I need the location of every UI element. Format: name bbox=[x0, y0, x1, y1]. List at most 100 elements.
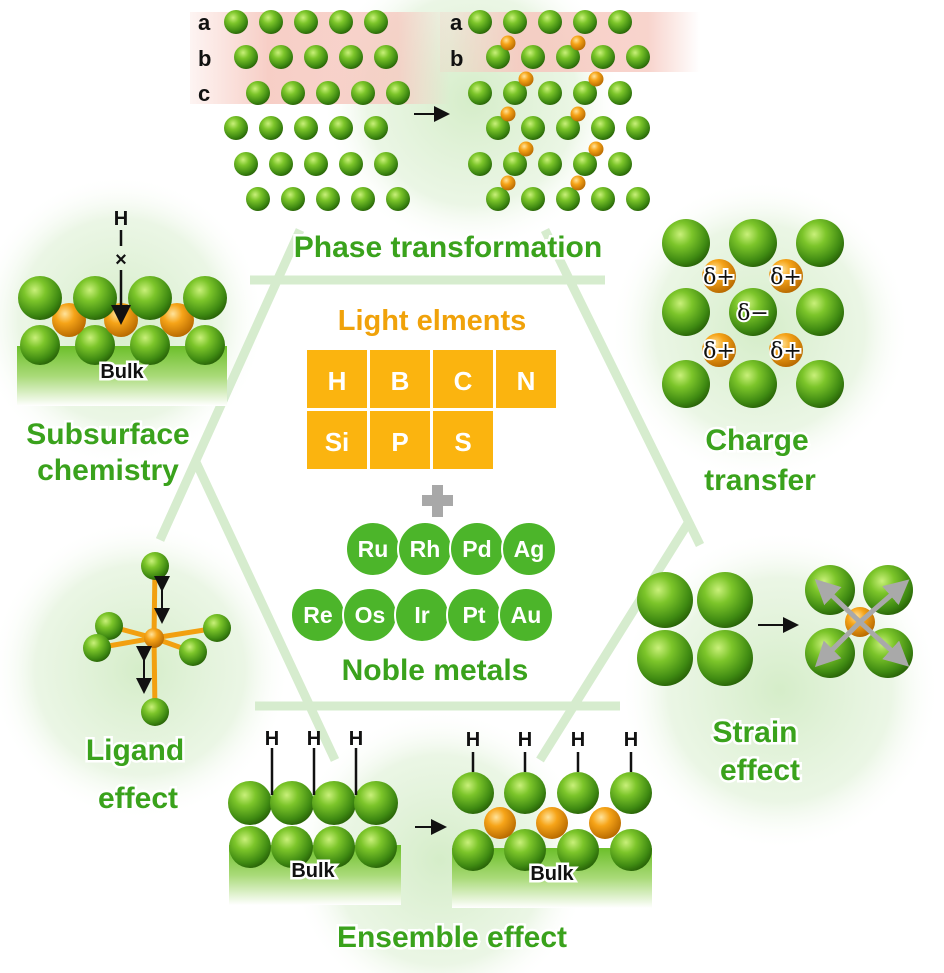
green-atom bbox=[468, 10, 492, 34]
element-symbol: H bbox=[328, 366, 347, 396]
green-atom bbox=[637, 572, 693, 628]
delta-plus-atom bbox=[702, 259, 736, 293]
metal-symbol: Ir bbox=[414, 602, 429, 628]
green-atom bbox=[271, 826, 313, 868]
green-atom bbox=[503, 10, 527, 34]
center-atom bbox=[144, 628, 164, 648]
hex-upper-right-edge bbox=[540, 228, 705, 547]
green-atom bbox=[573, 10, 597, 34]
green-atom bbox=[364, 10, 388, 34]
element-tile-N bbox=[496, 350, 556, 408]
green-atom bbox=[796, 219, 844, 267]
panel-ligand-effect: Ligand effect bbox=[83, 552, 231, 818]
orange-atom bbox=[518, 71, 534, 87]
green-atom bbox=[608, 81, 632, 105]
green-atom bbox=[538, 10, 562, 34]
green-atom bbox=[339, 152, 363, 176]
green-atom bbox=[329, 10, 353, 34]
element-tile-H bbox=[307, 350, 367, 408]
row-label-a: a bbox=[198, 10, 211, 35]
hydrogen-label: H bbox=[307, 728, 321, 750]
element-symbol: P bbox=[391, 427, 408, 457]
element-tile-C bbox=[433, 350, 493, 408]
green-atom bbox=[521, 45, 545, 69]
green-atom bbox=[556, 116, 580, 140]
green-atom bbox=[304, 45, 328, 69]
expansion-arrow bbox=[814, 579, 862, 624]
charge-transfer-atoms: δ+δ+δ+δ+δ− bbox=[662, 219, 844, 408]
hydrogen-label: H bbox=[624, 729, 638, 751]
green-atom bbox=[224, 10, 248, 34]
green-atom bbox=[538, 81, 562, 105]
green-atom bbox=[591, 187, 615, 211]
green-atom bbox=[626, 45, 650, 69]
green-atom bbox=[610, 772, 652, 814]
green-atom bbox=[374, 45, 398, 69]
expansion-arrow bbox=[814, 620, 862, 668]
green-atom bbox=[468, 81, 492, 105]
phase-transformation-title: Phase transformation bbox=[294, 231, 602, 264]
panel-charge-transfer: δ+δ+δ+δ+δ− Charge transfer bbox=[662, 219, 844, 500]
delta-plus-label: δ+ bbox=[770, 339, 802, 364]
delta-plus-label: δ+ bbox=[703, 339, 735, 364]
green-atom bbox=[662, 219, 710, 267]
green-atom bbox=[557, 772, 599, 814]
hydrogen-label: H bbox=[349, 728, 363, 750]
green-atom bbox=[729, 360, 777, 408]
green-atom bbox=[556, 45, 580, 69]
hex-lower-right-edge bbox=[536, 517, 694, 763]
green-atom bbox=[130, 325, 170, 365]
noble-metals-title: Noble metals bbox=[342, 654, 529, 687]
green-atom bbox=[313, 826, 355, 868]
row-label-b-after: b bbox=[450, 46, 463, 71]
metal-symbol: Pt bbox=[463, 602, 486, 628]
element-tile-P bbox=[370, 411, 430, 469]
green-atom bbox=[452, 772, 494, 814]
ligand-atom bbox=[95, 612, 123, 640]
orange-atom bbox=[536, 807, 568, 839]
plus-icon bbox=[422, 485, 453, 517]
green-atom bbox=[503, 81, 527, 105]
ligand-atom bbox=[83, 634, 111, 662]
green-atom bbox=[468, 152, 492, 176]
strain-atoms bbox=[637, 565, 913, 686]
orange-atom bbox=[570, 106, 586, 122]
green-atom bbox=[339, 45, 363, 69]
bulk-label-left: Bulk bbox=[291, 860, 335, 882]
blocked-mark: × bbox=[115, 249, 127, 271]
green-atom bbox=[521, 116, 545, 140]
green-atom bbox=[354, 781, 398, 825]
green-atom bbox=[18, 276, 62, 320]
metal-symbol: Re bbox=[303, 602, 332, 628]
delta-plus-atom bbox=[769, 259, 803, 293]
row-label-a-after: a bbox=[450, 10, 463, 35]
green-atom bbox=[294, 10, 318, 34]
strain-title-line1: Strain bbox=[712, 716, 797, 749]
green-atom bbox=[281, 81, 305, 105]
green-atom bbox=[224, 116, 248, 140]
panel-subsurface-chemistry: H × Bulk Subsurface chemistry bbox=[17, 208, 227, 490]
hydrogen-label: H bbox=[114, 208, 128, 230]
orange-atom bbox=[484, 807, 516, 839]
ligand-title-line1: Ligand bbox=[86, 734, 184, 767]
orange-atom bbox=[570, 175, 586, 191]
row-label-c: c bbox=[198, 81, 210, 106]
hydrogen-label: H bbox=[518, 729, 532, 751]
green-atom bbox=[329, 116, 353, 140]
lattice-before bbox=[224, 10, 410, 211]
green-atom bbox=[729, 288, 777, 336]
element-symbol: S bbox=[454, 427, 471, 457]
green-atom bbox=[269, 152, 293, 176]
green-atom bbox=[538, 152, 562, 176]
hex-upper-left-edge bbox=[155, 228, 305, 542]
green-atom bbox=[351, 81, 375, 105]
green-atom bbox=[281, 187, 305, 211]
metal-symbol: Pd bbox=[462, 536, 491, 562]
hydrogen-label: H bbox=[466, 729, 480, 751]
green-atom bbox=[269, 45, 293, 69]
green-atom bbox=[304, 152, 328, 176]
